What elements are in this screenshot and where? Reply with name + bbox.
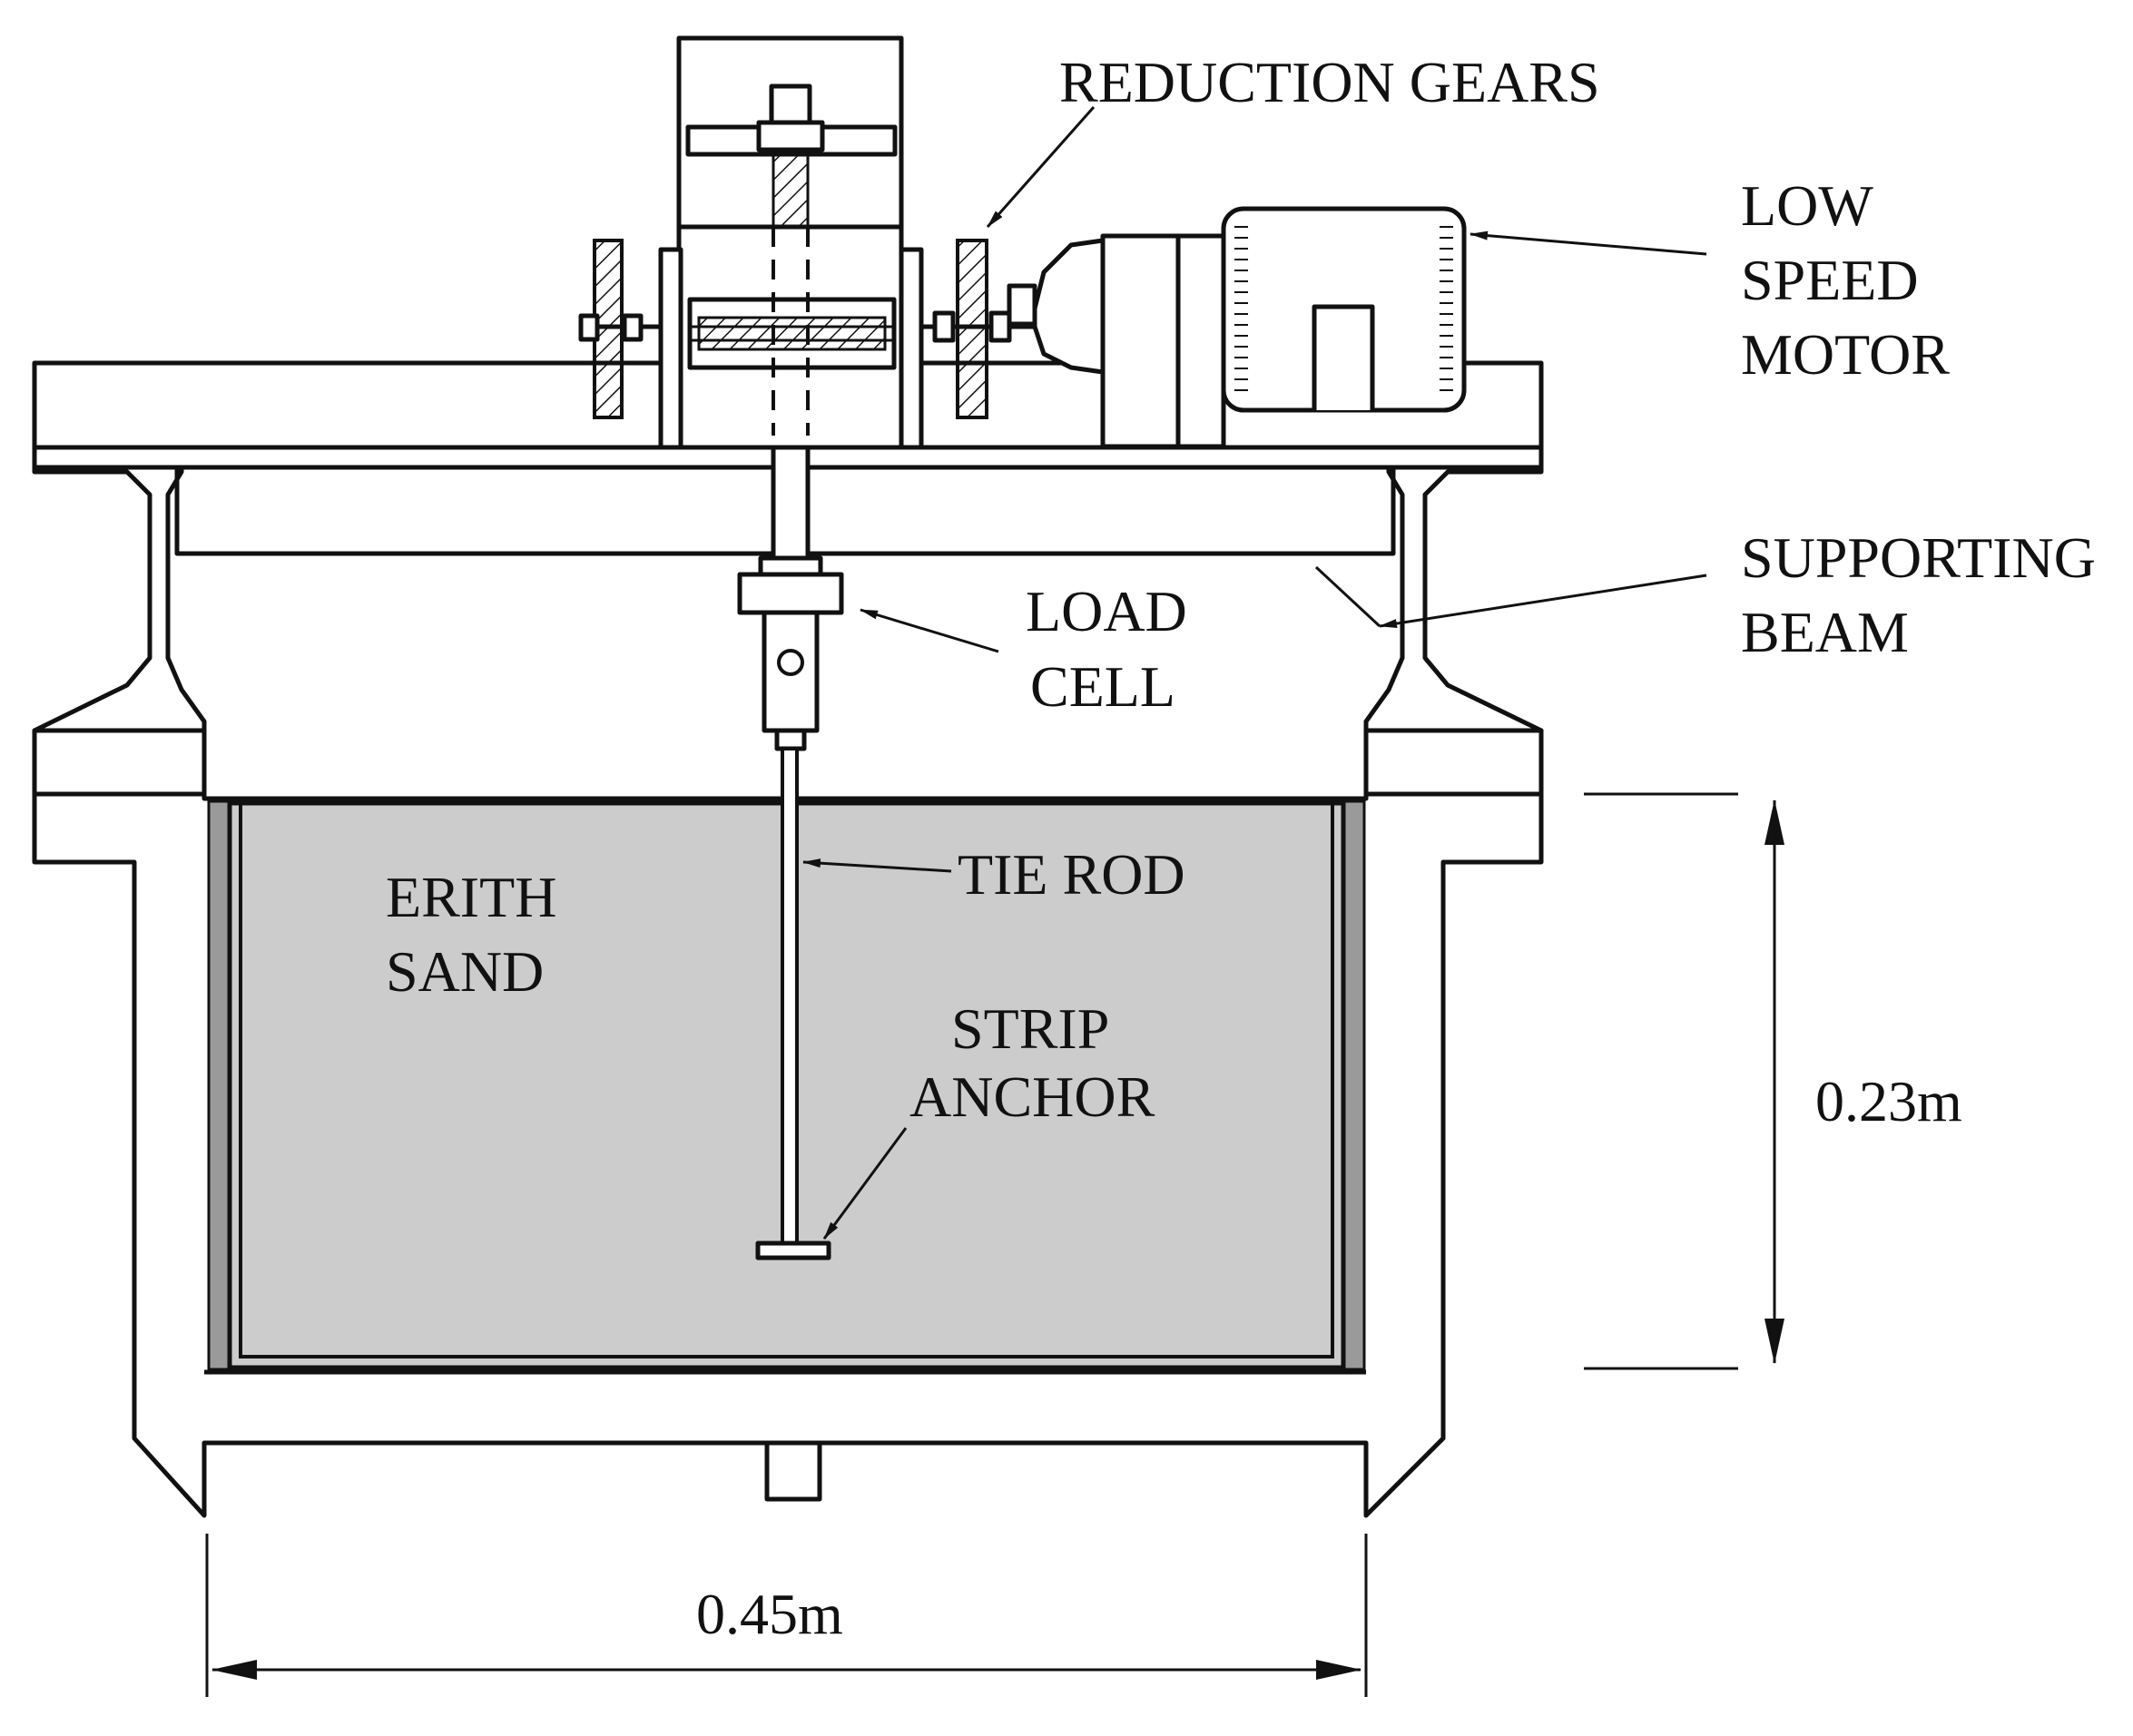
strongbox-container: [32, 728, 1544, 1518]
left-reduction-gear: [578, 239, 661, 419]
low-speed-motor: [1221, 206, 1467, 413]
width-dimension-label: 0.45m: [696, 1582, 843, 1646]
strip-anchor: [755, 1241, 831, 1260]
leader-lines: [802, 106, 1707, 1240]
tie-rod-label: TIE ROD: [958, 842, 1185, 907]
right-reduction-gear: [921, 239, 1035, 419]
low-speed-motor-label: LOW SPEED MOTOR: [1741, 173, 1950, 387]
strip-anchor-label: STRIP ANCHOR: [909, 996, 1155, 1129]
height-dimension: 0.23m: [1584, 792, 1962, 1370]
load-cell-label: LOAD CELL: [1026, 579, 1202, 719]
load-cell: [737, 572, 844, 751]
erith-sand-label: ERITH SAND: [386, 865, 571, 1004]
reduction-gears-label: REDUCTION GEARS: [1059, 50, 1600, 114]
drive-shaft: [758, 445, 823, 577]
width-dimension: 0.45m: [205, 1534, 1368, 1697]
screw-jack: [658, 35, 924, 450]
height-dimension-label: 0.23m: [1815, 1069, 1962, 1133]
left-support-post: [32, 467, 207, 733]
supporting-beam-label: SUPPORTING BEAM: [1741, 525, 2110, 664]
tie-rod: [781, 747, 799, 1245]
gearbox: [1007, 233, 1226, 449]
right-support-post: [1363, 467, 1544, 733]
